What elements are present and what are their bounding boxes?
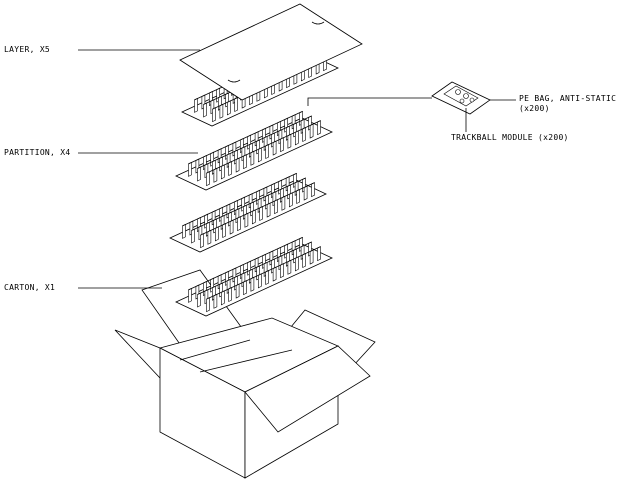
carton-front-right-flap (244, 345, 371, 433)
partition-divider-fin (303, 185, 308, 201)
partition-divider-fin (280, 263, 284, 279)
partition-divider-fin (228, 286, 232, 302)
partition-divider-fin (294, 256, 299, 272)
partition-row-rail (206, 120, 321, 174)
partition-divider-fin (265, 269, 270, 285)
partition-divider-fin (203, 102, 207, 118)
partition-divider-fin (194, 97, 198, 113)
layer-sheet-notch-left (227, 79, 241, 83)
partition-divider-fin (191, 228, 195, 244)
partition-divider-fin (259, 205, 264, 221)
partition-divider-fin (207, 229, 212, 245)
partition-row-rail (200, 182, 315, 236)
module-component-3 (459, 98, 465, 104)
partition-divider-fin (296, 188, 301, 204)
partition-divider-fin (215, 226, 219, 242)
partition-row-rail (191, 177, 306, 231)
partition-divider-fin (257, 273, 262, 289)
partition-row-rail (188, 110, 303, 165)
partition-divider-fin (309, 123, 314, 139)
module-component-2 (463, 93, 469, 99)
partition-slot-row (188, 236, 303, 303)
carton-label: CARTON, X1 (4, 283, 56, 292)
partition-divider-fin (294, 130, 299, 146)
partition-divider-fin (272, 266, 277, 282)
partition-divider-fin (317, 120, 321, 136)
partition-slot-row (200, 182, 315, 249)
leader-lines (78, 49, 516, 289)
partition-slot-row (206, 246, 321, 313)
partition-divider-fin (250, 276, 255, 292)
partition-divider-fin (234, 96, 238, 112)
pe-bag-label: PE BAG, ANTI-STATIC (519, 94, 617, 103)
partition-divider-fin (222, 222, 226, 238)
trackball-module-label: TRACKBALL MODULE (x200) (451, 133, 569, 142)
partition-divider-fin (287, 259, 292, 275)
partition-divider-fin (302, 126, 307, 142)
partition-divider-fin (257, 147, 262, 163)
partition-divider-fin (317, 246, 321, 262)
partition-divider-fin (235, 157, 240, 173)
partition-divider-fin (182, 223, 186, 239)
trackball-module-board (443, 85, 479, 107)
trackball-module-bag (431, 81, 491, 115)
partition-divider-fin (272, 140, 277, 156)
carton-box (114, 269, 376, 479)
partition-divider-fin (188, 161, 192, 177)
partition-divider-fin (235, 283, 240, 299)
partition-row-rail (197, 115, 312, 169)
partition-divider-fin (280, 137, 284, 153)
layer-label: LAYER, X5 (4, 45, 51, 54)
pe-bag-quantity-label: (x200) (519, 104, 550, 113)
partition-divider-fin (197, 292, 201, 308)
partition-divider-fin (266, 202, 271, 218)
partition-divider-fin (237, 216, 241, 232)
partition-divider-fin (244, 212, 249, 228)
partition-divider-fin (281, 195, 286, 211)
partition-divider-fin (287, 133, 292, 149)
partition-divider-fin (311, 182, 315, 198)
module-component-1 (455, 89, 461, 95)
layer-sheet-notch-right (311, 21, 325, 25)
partition-divider-fin (229, 219, 234, 235)
partition-divider-fin (200, 233, 204, 249)
partition-divider-fin (252, 209, 256, 225)
partition-divider-fin (206, 297, 210, 313)
partition-divider-fin (213, 167, 218, 183)
partition-divider-fin (243, 154, 247, 170)
partition-divider-fin (221, 164, 225, 180)
partition-divider-fin (228, 160, 232, 176)
partition-divider-fin (213, 293, 218, 309)
partition-divider-fin (250, 150, 255, 166)
partition-layer (175, 110, 333, 191)
partition-divider-fin (206, 171, 210, 187)
partition-row-rail (188, 236, 303, 291)
partition-divider-fin (188, 287, 192, 303)
partition-divider-fin (227, 100, 231, 116)
partition-row-rail (197, 241, 312, 295)
module-component-4 (469, 97, 475, 103)
partition-divider-fin (212, 107, 216, 123)
partition-divider-fin (288, 192, 293, 208)
partition-divider-fin (274, 199, 278, 215)
partition-label: PARTITION, X4 (4, 148, 71, 157)
layer-sheet-outline (179, 3, 363, 101)
partition-row-rail (206, 246, 321, 300)
partition-layer (169, 172, 327, 253)
partition-divider-fin (219, 103, 224, 119)
partition-layer (175, 236, 333, 317)
partition-row-rail (182, 172, 297, 227)
partition-divider-fin (309, 249, 314, 265)
partition-divider-fin (221, 290, 225, 306)
partition-divider-fin (302, 252, 307, 268)
partition-slot-row (206, 120, 321, 187)
layer-sheet (179, 3, 363, 101)
partition-divider-fin (265, 143, 270, 159)
partition-divider-fin (243, 280, 247, 296)
partition-divider-fin (197, 166, 201, 182)
module-leader (307, 97, 432, 106)
